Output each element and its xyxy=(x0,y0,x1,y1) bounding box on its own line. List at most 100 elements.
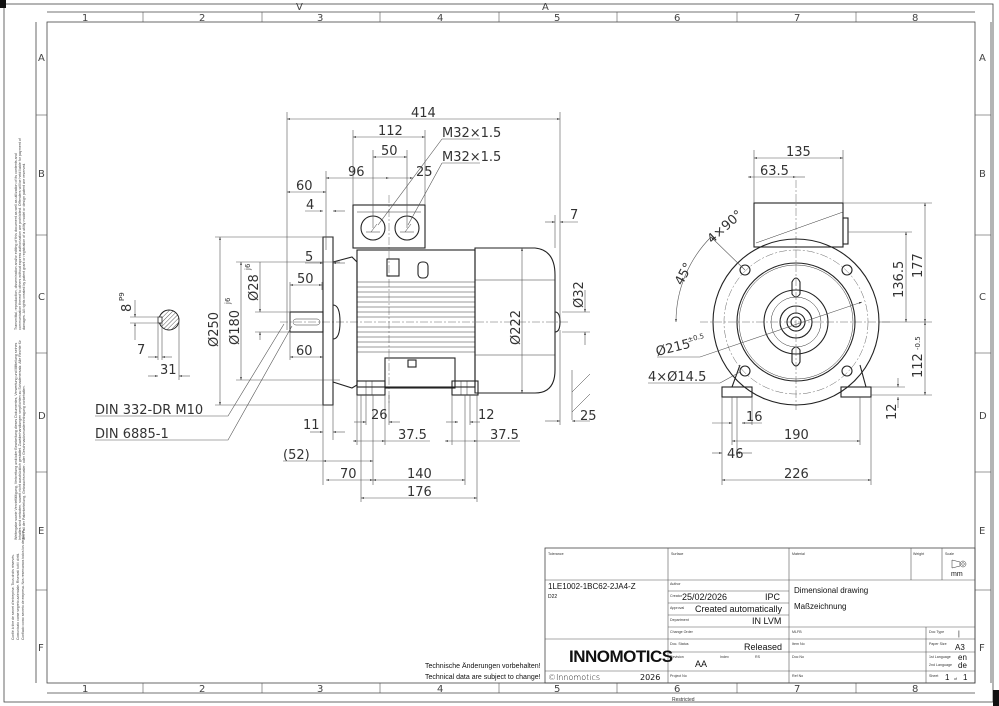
revision-value: AA xyxy=(695,659,707,669)
col-label: 8 xyxy=(912,13,918,24)
lang1-value: en xyxy=(958,653,967,662)
label-index: Index xyxy=(720,655,729,659)
note-technical-changes-en: Technical data are subject to change! xyxy=(425,674,541,681)
col-label: 2 xyxy=(199,13,205,24)
motor-side-view xyxy=(280,195,591,420)
label-author: Author xyxy=(670,582,681,586)
sheet-number: 1 xyxy=(945,673,950,682)
label-surface: Surface xyxy=(671,552,683,556)
dim-176: 176 xyxy=(407,485,432,500)
doc-type-value: | xyxy=(958,631,960,638)
dim-112: 112 xyxy=(378,124,403,139)
centre-drill-spec: DIN 332-DR M10 xyxy=(95,403,203,418)
row-label: C xyxy=(38,292,45,303)
gland-2-thread: M32×1.5 xyxy=(442,150,501,165)
col-label: 1 xyxy=(82,684,88,695)
dim-7: 7 xyxy=(570,208,578,223)
paper-size-value: A3 xyxy=(955,643,965,652)
innomotics-logo: INNOMOTICS xyxy=(569,647,673,666)
spigot-tolerance: j6 xyxy=(224,297,232,305)
dim-52-ref: (52) xyxy=(283,448,310,463)
label-scale: Scale xyxy=(945,552,954,556)
label-paper-size: Paper Size xyxy=(929,642,947,646)
dim-135: 135 xyxy=(786,145,811,160)
key-height: 31 xyxy=(160,363,177,378)
creator-name: IPC xyxy=(765,592,781,602)
label-material: Material xyxy=(792,552,805,556)
dim-140: 140 xyxy=(407,467,432,482)
note-it: Comunicato come segreto aziendale. Riser… xyxy=(16,553,20,640)
col-label: 5 xyxy=(554,13,560,24)
centre-marker-a: A xyxy=(542,2,549,13)
label-doc-no: Doc No xyxy=(792,655,804,659)
label-project-no: Project No xyxy=(670,674,687,678)
col-label: 5 xyxy=(554,684,560,695)
row-label: A xyxy=(979,53,986,64)
label-lang2: 2nd Language xyxy=(929,663,952,667)
col-label: 4 xyxy=(437,684,443,695)
label-item-no: Item No xyxy=(792,642,805,646)
doc-status-value: Released xyxy=(744,642,782,652)
col-label: 6 xyxy=(674,13,680,24)
row-label: D xyxy=(38,411,46,422)
dim-26: 26 xyxy=(371,408,388,423)
dim-5: 5 xyxy=(305,250,313,265)
note-de: Weitergabe sowie Vervielfältigung, Verbr… xyxy=(14,340,27,540)
front-view-dimensions xyxy=(648,150,932,485)
dim-12: 12 xyxy=(478,408,495,423)
dim-226: 226 xyxy=(784,467,809,482)
col-label: 3 xyxy=(317,13,323,24)
dim-63-5: 63.5 xyxy=(760,164,789,179)
projection-symbol-icon xyxy=(951,559,967,569)
dim-25-ground: 25 xyxy=(580,409,597,424)
label-revision: Revision xyxy=(670,655,684,659)
part-sub: D22 xyxy=(548,594,557,600)
label-rs: RS xyxy=(755,655,761,659)
dim-flange-dia: Ø250 xyxy=(207,312,222,347)
dim-16: 16 xyxy=(746,410,763,425)
dim-177: 177 xyxy=(911,253,926,278)
terminal-box xyxy=(352,204,426,249)
row-label: E xyxy=(38,526,44,537)
label-department: Department xyxy=(670,618,689,622)
shaft-height-tolerance: -0.5 xyxy=(914,336,922,350)
dim-spigot-dia: Ø180 xyxy=(228,310,243,345)
column-ruler-bottom: 1 2 3 4 5 6 7 8 Restricted xyxy=(82,683,918,703)
dim-190: 190 xyxy=(784,428,809,443)
dim-60-shaft: 60 xyxy=(296,344,313,359)
shaft-tolerance: j6 xyxy=(244,263,252,271)
side-copyright-notes: Transmittal, reproduction, dissemination… xyxy=(11,138,27,640)
label-ref-no: Ref No xyxy=(792,674,803,678)
key-standard: DIN 6885-1 xyxy=(95,427,169,442)
key-width: 8 xyxy=(120,304,135,312)
key-tolerance: P9 xyxy=(118,292,126,301)
pcd: Ø215 xyxy=(654,337,692,360)
row-label: D xyxy=(979,411,987,422)
col-label: 1 xyxy=(82,13,88,24)
dim-shaft-dia: Ø28 xyxy=(247,274,262,301)
col-label: 7 xyxy=(794,13,800,24)
dim-11: 11 xyxy=(303,418,320,433)
dim-96: 96 xyxy=(348,165,365,180)
label-of: of xyxy=(954,677,957,681)
row-label: F xyxy=(979,643,985,654)
dim-50-glands: 50 xyxy=(381,144,398,159)
motor-front-view xyxy=(700,180,890,410)
centre-marker-v: V xyxy=(296,2,303,13)
side-view-dimensions xyxy=(95,112,590,502)
dim-37-5-left: 37.5 xyxy=(398,428,427,443)
note-en: Transmittal, reproduction, dissemination… xyxy=(14,138,27,330)
copyright: ©Innomotics xyxy=(548,673,600,682)
label-tolerance: Tolerance xyxy=(548,552,564,556)
dim-60-top: 60 xyxy=(296,179,313,194)
dim-shaft-height: 112 xyxy=(911,353,926,378)
dim-25-gland: 25 xyxy=(416,165,433,180)
dim-136-5: 136.5 xyxy=(892,261,907,298)
col-label: 7 xyxy=(794,684,800,695)
sheet-total: 1 xyxy=(963,673,968,682)
shaft-key-section: 8 P9 7 31 xyxy=(118,292,190,380)
dim-46: 46 xyxy=(727,447,744,462)
label-mlfb: MLFB xyxy=(792,630,802,634)
